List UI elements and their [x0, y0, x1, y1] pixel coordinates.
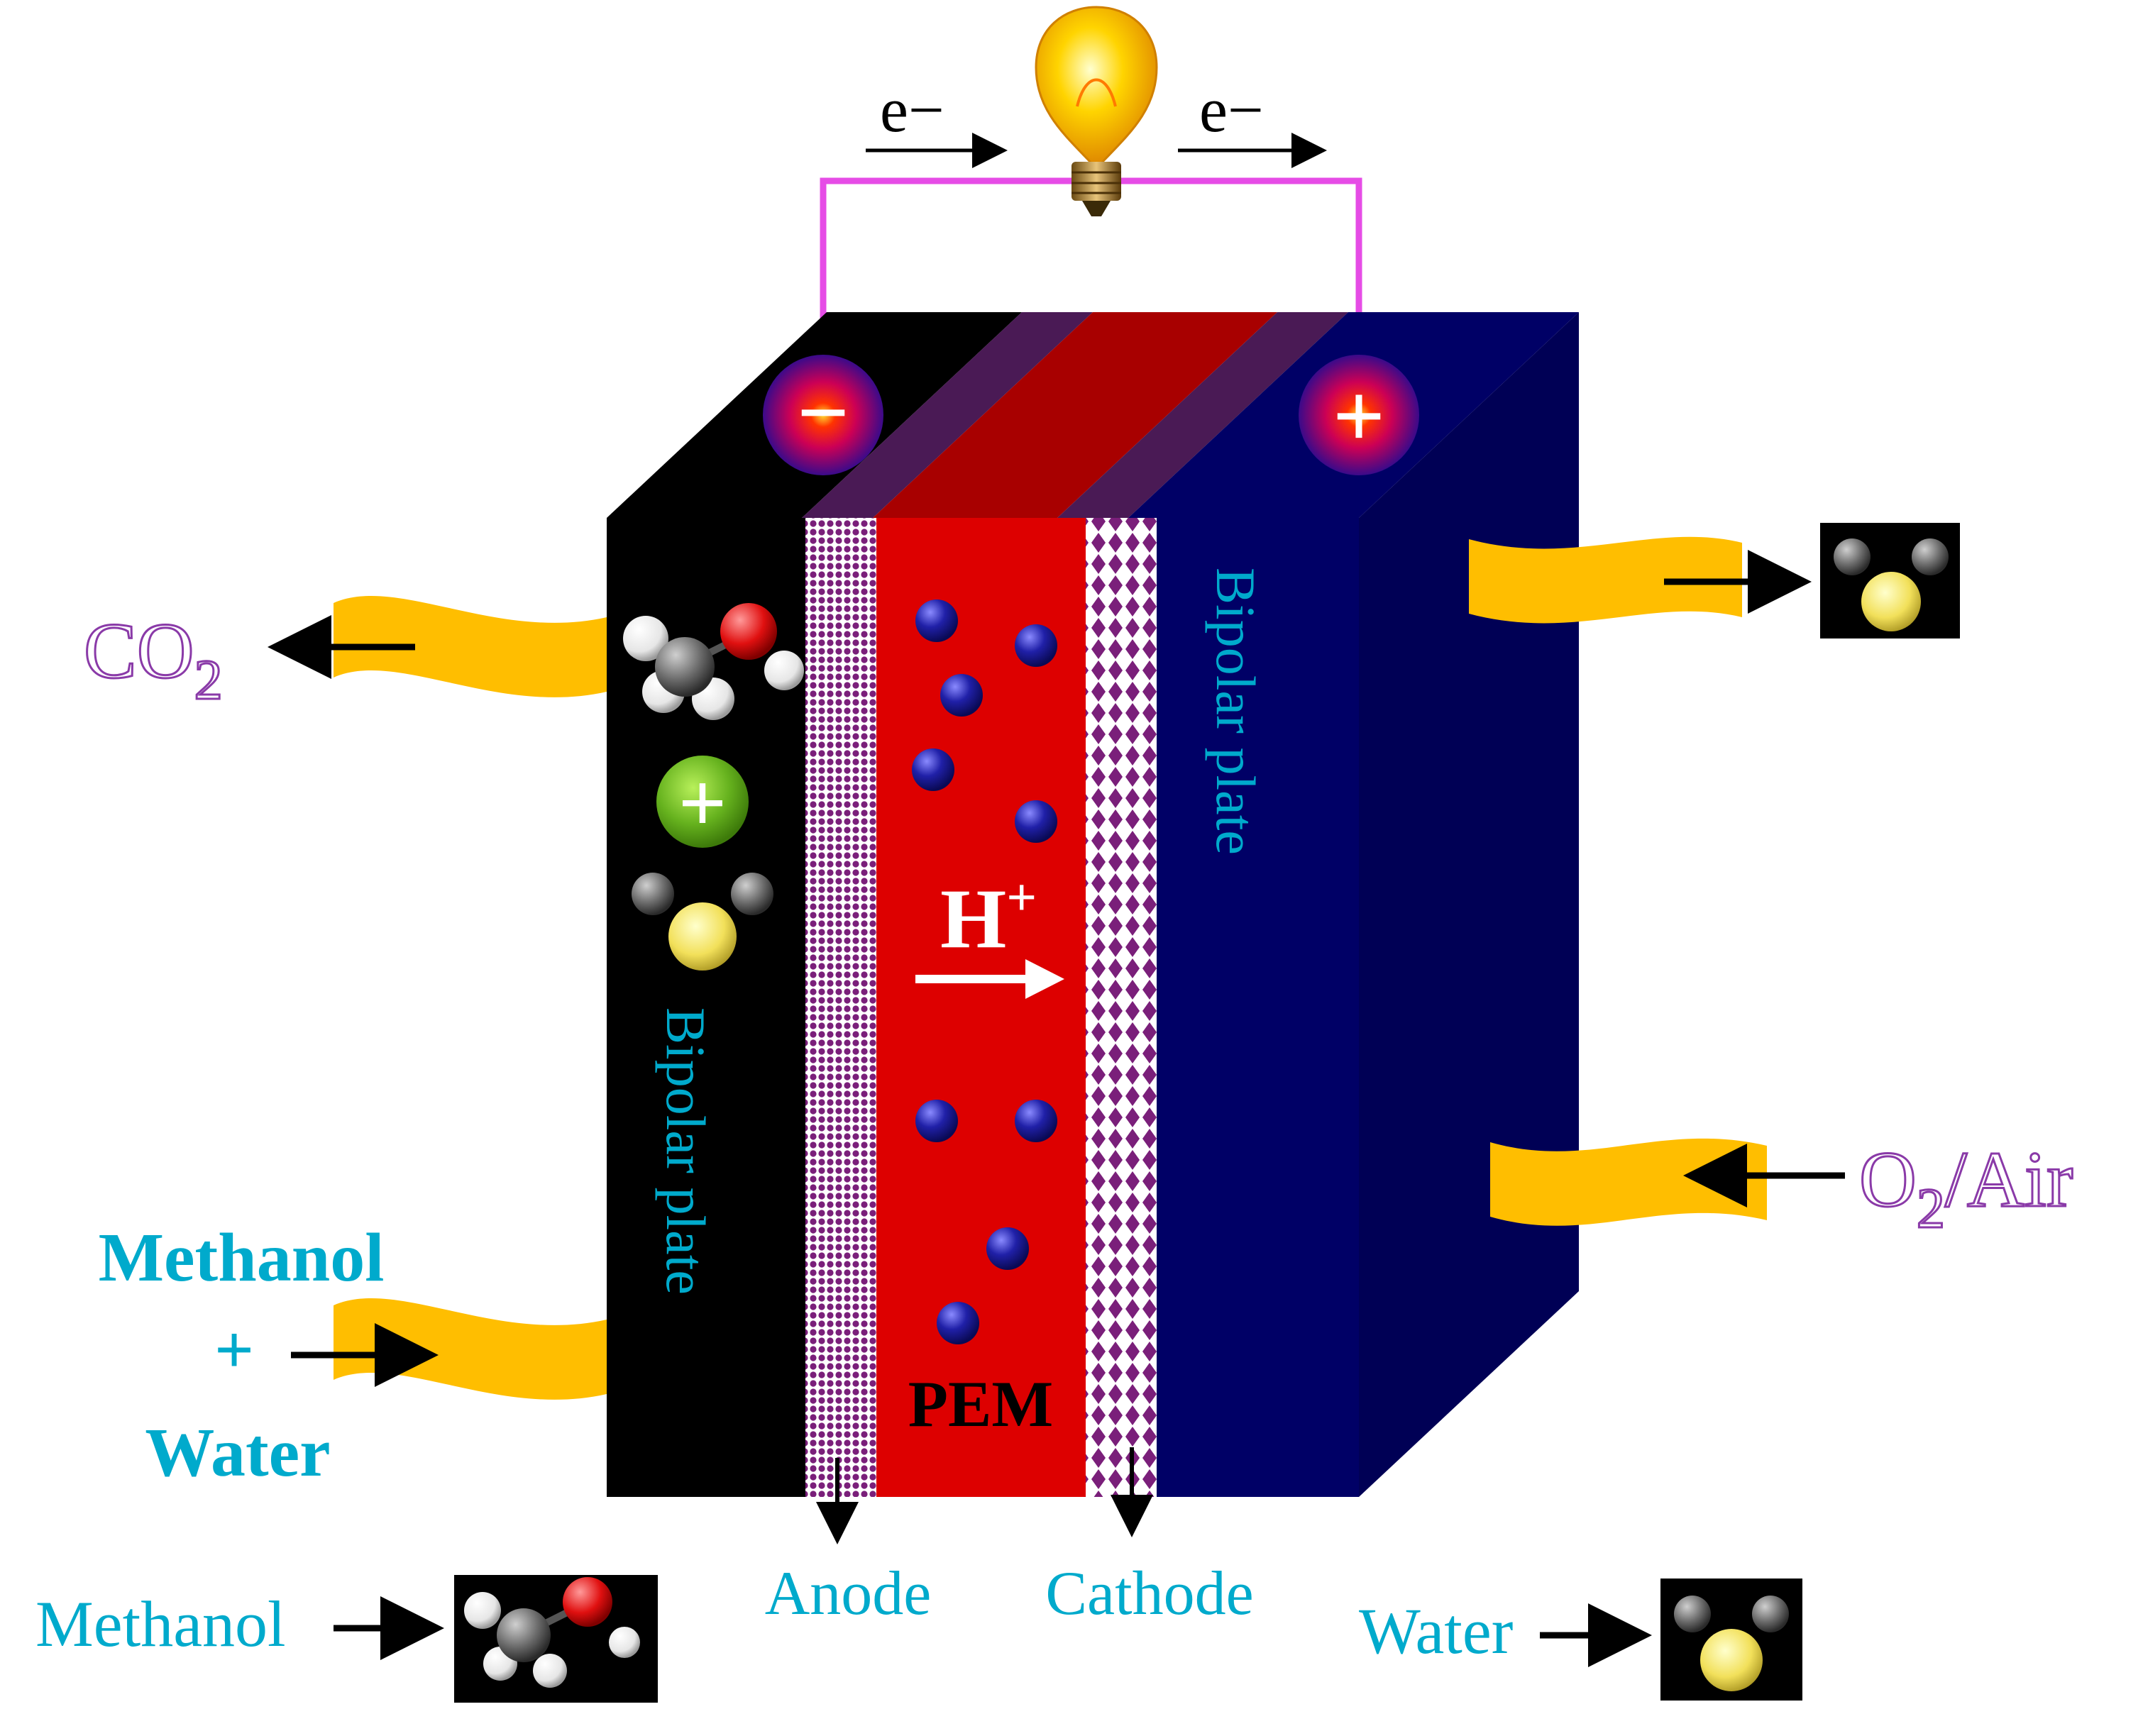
proton-dot [1015, 1100, 1057, 1142]
electron-right-label: e− [1199, 75, 1264, 145]
light-bulb-icon [1035, 6, 1158, 216]
cathode-plate-side [1359, 312, 1579, 1497]
proton-dot [915, 1100, 958, 1142]
methanol-molecule-in-cell [623, 603, 804, 720]
electron-flow-right: e− [1178, 75, 1327, 168]
positive-terminal-sign: + [1333, 365, 1385, 468]
methanol-water-inflow: Methanol + Water [99, 1220, 439, 1491]
feed-line-2: + [214, 1312, 254, 1388]
proton-dot [986, 1227, 1029, 1270]
pipe-co2-outlet [334, 595, 607, 697]
water-molecule-in-cell [632, 873, 773, 971]
co2-outflow: CO2 [83, 607, 415, 713]
cathode-catalyst-top [1057, 312, 1348, 518]
cathode-label: Cathode [1045, 1559, 1253, 1628]
legend-water: Water [1359, 1579, 1802, 1701]
proton-dots [912, 599, 1057, 1344]
electron-left-label: e− [880, 75, 944, 145]
proton-dot [1015, 624, 1057, 667]
negative-terminal-sign: − [797, 362, 849, 464]
anode-plate-label: Bipolar plate [655, 1007, 717, 1295]
anode-catalyst-top [802, 312, 1093, 518]
green-ion: + [656, 756, 749, 850]
feed-line-1: Methanol [99, 1220, 385, 1296]
negative-terminal: − [763, 355, 883, 475]
proton-label: H+ [940, 868, 1037, 966]
electron-flow-left: e− [866, 75, 1008, 168]
proton-dot [937, 1302, 979, 1344]
cathode-catalyst-layer [1086, 518, 1157, 1497]
pipe-oxygen-inlet [1490, 1138, 1767, 1226]
anode-callout: Anode [765, 1458, 932, 1628]
legend-water-label: Water [1359, 1595, 1513, 1667]
pipe-water-outlet [1469, 536, 1742, 624]
green-ion-sign: + [678, 756, 727, 850]
proton-dot [1015, 800, 1057, 843]
o2-label: O2/Air [1859, 1136, 2073, 1240]
proton-dot [940, 674, 983, 717]
cathode-callout: Cathode [1045, 1447, 1254, 1628]
cathode-plate-label: Bipolar plate [1205, 568, 1267, 855]
cathode-bipolar-plate [1157, 518, 1359, 1497]
proton-dot [915, 599, 958, 642]
membrane-top [873, 312, 1277, 518]
co2-label: CO2 [84, 607, 223, 712]
pipe-methanol-inlet [334, 1298, 607, 1400]
oxygen-inflow: O2/Air [1683, 1135, 2074, 1242]
proton-flow: H+ [915, 868, 1064, 999]
legend-methanol: Methanol [35, 1575, 658, 1703]
anode-catalyst-layer [805, 518, 876, 1497]
feed-line-3: Water [145, 1415, 330, 1491]
membrane-label: PEM [908, 1368, 1053, 1440]
positive-terminal: + [1299, 355, 1419, 475]
water-outflow [1664, 523, 1960, 638]
proton-dot [912, 748, 954, 791]
legend-methanol-label: Methanol [35, 1588, 286, 1660]
proton-exchange-membrane [876, 518, 1086, 1497]
anode-label: Anode [765, 1559, 932, 1628]
